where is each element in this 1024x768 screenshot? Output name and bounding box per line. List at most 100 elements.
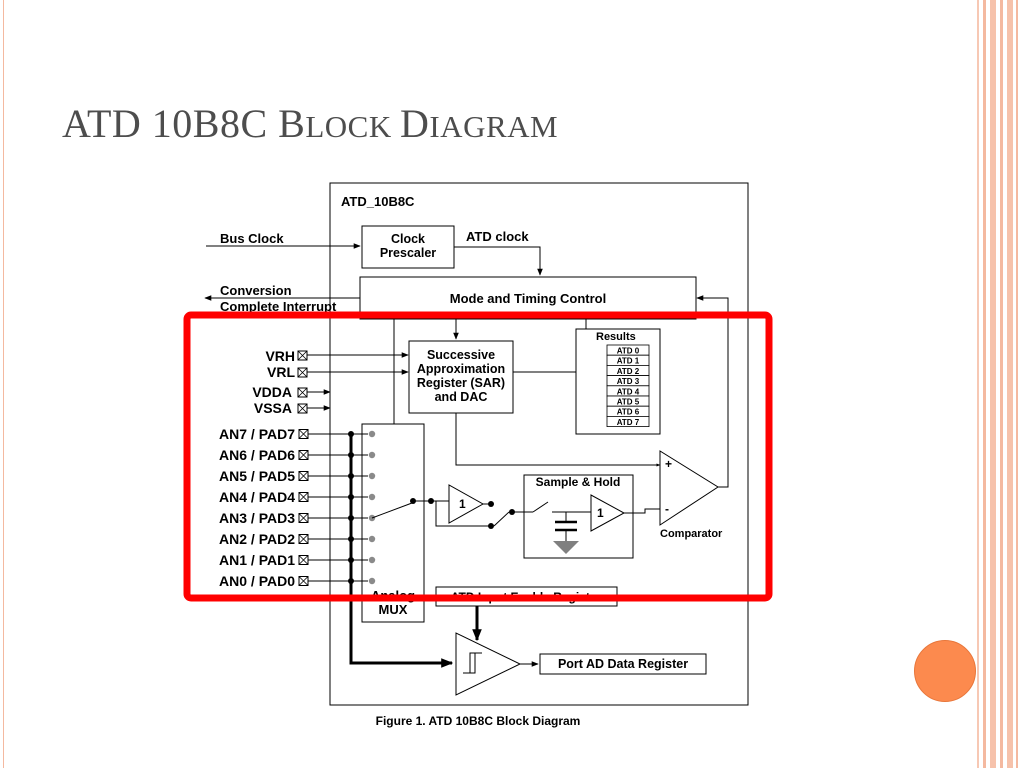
mux-contact (368, 472, 376, 480)
result-label: ATD 1 (617, 357, 640, 366)
sar-to-comparator (455, 413, 661, 467)
sar-line4: and DAC (435, 390, 488, 404)
sh-to-comparator (624, 508, 660, 514)
pin-terminal-x (298, 450, 309, 460)
sh-switch (532, 501, 549, 513)
an-pin-label: AN4 / PAD4 (219, 489, 295, 505)
sh-buffer-gain: 1 (597, 506, 604, 520)
slide-title: ATD 10B8C BLOCK DIAGRAM (62, 100, 558, 147)
sh-buffer (590, 494, 626, 532)
an-pin-row: AN3 / PAD3 (219, 510, 376, 526)
node-dot (488, 501, 494, 507)
pin-terminal-x (297, 403, 308, 414)
frame-stripe-6 (1016, 0, 1018, 768)
result-label: ATD 4 (617, 387, 640, 396)
decorative-orange-dot (914, 640, 976, 702)
result-label: ATD 7 (617, 418, 640, 427)
digital-bus (349, 434, 454, 668)
frame-line-left (3, 0, 4, 768)
reference-pins: VRH VRL VDDA VSSA (252, 348, 409, 416)
an-pin-row: AN4 / PAD4 (219, 489, 376, 505)
sar-line2: Approximation (417, 362, 505, 376)
pin-terminal-x (298, 492, 309, 502)
sar-line3: Register (SAR) (417, 376, 505, 390)
pin-terminal-x (297, 350, 308, 361)
title-part: LOCK (305, 109, 400, 144)
an-pin-row: AN5 / PAD5 (219, 468, 376, 484)
bypass-switch (493, 511, 510, 527)
an-pin-label: AN7 / PAD7 (219, 426, 295, 442)
result-reg (606, 415, 650, 427)
pin-vdda: VDDA (252, 384, 292, 400)
port-ad-box (539, 653, 707, 675)
node-dot (428, 498, 434, 504)
title-part: IAGRAM (429, 109, 559, 144)
comparator-feedback-wire (696, 295, 729, 488)
node-dot (488, 523, 494, 529)
bus-clock-label: Bus Clock (220, 231, 284, 246)
clock-prescaler-line1: Clock (391, 232, 425, 246)
bypass-wire (435, 501, 491, 527)
an-pin-label: AN1 / PAD1 (219, 552, 295, 568)
clock-prescaler-line2: Prescaler (380, 246, 436, 260)
pin-terminal-x (297, 387, 308, 398)
atd-clock-label: ATD clock (466, 229, 529, 244)
result-label: ATD 2 (617, 367, 640, 376)
input-buffer-gain: 1 (459, 497, 466, 511)
ground-icon (553, 541, 579, 554)
frame-stripe-5 (1007, 0, 1013, 768)
atd-outer-box (329, 182, 749, 706)
comparator (659, 450, 719, 526)
conversion-label-1: Conversion (220, 283, 292, 298)
sar-line1: Successive (427, 348, 495, 362)
hysteresis-icon (463, 652, 482, 674)
pin-terminal-x (297, 367, 308, 378)
comparator-label: Comparator (660, 528, 723, 540)
an-pin-row: AN6 / PAD6 (219, 447, 376, 463)
block-label: ATD_10B8C (341, 194, 415, 209)
sample-hold-label: Sample & Hold (536, 475, 621, 489)
frame-stripe-3 (990, 0, 996, 768)
an-pin-label: AN6 / PAD6 (219, 447, 295, 463)
port-ad-label: Port AD Data Register (558, 657, 688, 671)
an-pin-row: AN2 / PAD2 (219, 531, 376, 547)
mux-contact (368, 451, 376, 459)
result-label: ATD 0 (617, 347, 640, 356)
highlight-rectangle (183, 311, 773, 602)
conversion-label-2: Complete Interrupt (220, 299, 337, 314)
an-pin-row: AN1 / PAD1 (219, 552, 376, 568)
mux-switch-arm (371, 502, 413, 519)
an-pin-label: AN2 / PAD2 (219, 531, 295, 547)
pin-vrl: VRL (267, 364, 295, 380)
mux-line2: MUX (379, 602, 408, 617)
schmitt-buffer (455, 632, 522, 696)
mux-contact (368, 535, 376, 543)
pin-terminal-x (298, 471, 309, 481)
title-part: B (278, 101, 306, 146)
pin-terminal-x (298, 576, 309, 586)
mode-timing-label: Mode and Timing Control (450, 291, 606, 306)
frame-stripe-1 (977, 0, 979, 768)
pin-terminal-x (298, 534, 309, 544)
pin-terminal-x (298, 429, 309, 439)
results-title: Results (596, 331, 636, 343)
pin-terminal-x (298, 513, 309, 523)
comparator-plus: + (665, 457, 672, 471)
mux-contact (368, 430, 376, 438)
mux-contact (368, 556, 376, 564)
atd-clock-wire (454, 246, 543, 276)
frame-stripe-4 (1000, 0, 1003, 768)
pin-terminal-x (298, 555, 309, 565)
an-pin-label: AN5 / PAD5 (219, 468, 295, 484)
mux-contact (368, 577, 376, 585)
an-pins: AN7 / PAD7 AN6 / PAD6 AN5 / PAD5 AN4 / P… (219, 426, 376, 589)
title-part: D (399, 101, 430, 146)
pin-vssa: VSSA (254, 400, 292, 416)
sar-box (408, 340, 514, 414)
result-label: ATD 6 (617, 408, 640, 417)
an-pin-label: AN0 / PAD0 (219, 573, 295, 589)
node-dot (410, 498, 416, 504)
results-registers: ATD 0 ATD 1 ATD 2 ATD 3 ATD 4 ATD 5 ATD … (606, 344, 650, 427)
result-label: ATD 3 (617, 377, 640, 386)
